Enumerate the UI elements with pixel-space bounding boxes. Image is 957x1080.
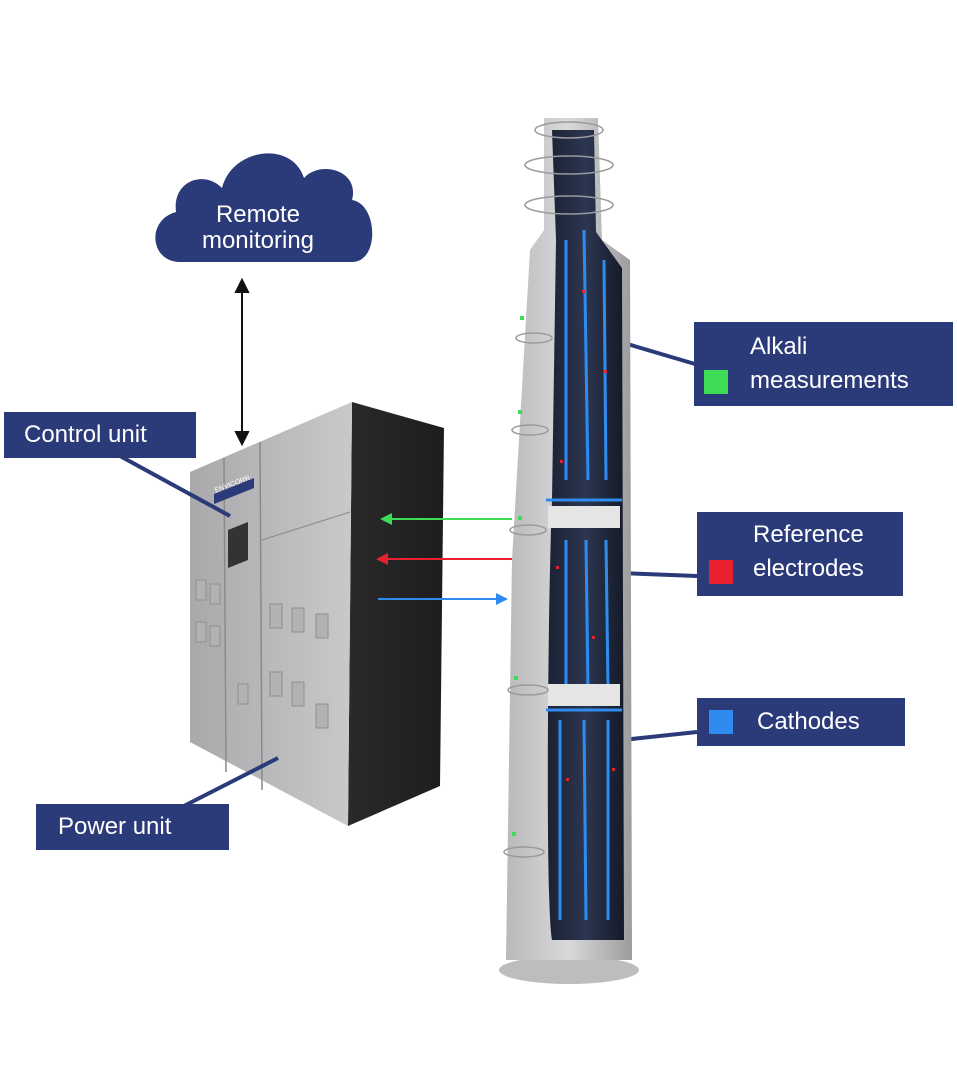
alkali-text-line1: Alkali: [750, 333, 808, 360]
alkali-signal-arrow: [380, 513, 512, 525]
cloud-label-line1: Remote: [215, 201, 301, 228]
cathodes-label: Cathodes: [697, 698, 905, 746]
reference-signal-arrow: [376, 553, 512, 565]
control-unit-label: Control unit: [4, 412, 196, 458]
power-unit-text: Power unit: [58, 813, 172, 840]
control-unit-text: Control unit: [24, 421, 147, 448]
cloud-label: Remote monitoring: [188, 202, 328, 254]
chimney-illustration: [499, 118, 639, 984]
alkali-swatch: [704, 370, 728, 394]
cathode-swatch: [709, 710, 733, 734]
cloud-icon: [155, 153, 373, 262]
cathode-signal-arrow: [378, 593, 508, 605]
alkali-measurements-label: Alkali measurements: [694, 322, 953, 406]
reference-text-line2: electrodes: [753, 555, 864, 582]
cloud-label-line2: monitoring: [201, 227, 315, 254]
cabinet-illustration: [190, 402, 444, 826]
cathodes-text: Cathodes: [757, 708, 860, 735]
reference-electrodes-label: Reference electrodes: [697, 512, 903, 596]
reference-swatch: [709, 560, 733, 584]
double-arrow-icon: [234, 277, 250, 447]
reference-text-line1: Reference: [753, 521, 864, 548]
alkali-text-line2: measurements: [750, 367, 909, 394]
power-unit-label: Power unit: [36, 804, 229, 850]
